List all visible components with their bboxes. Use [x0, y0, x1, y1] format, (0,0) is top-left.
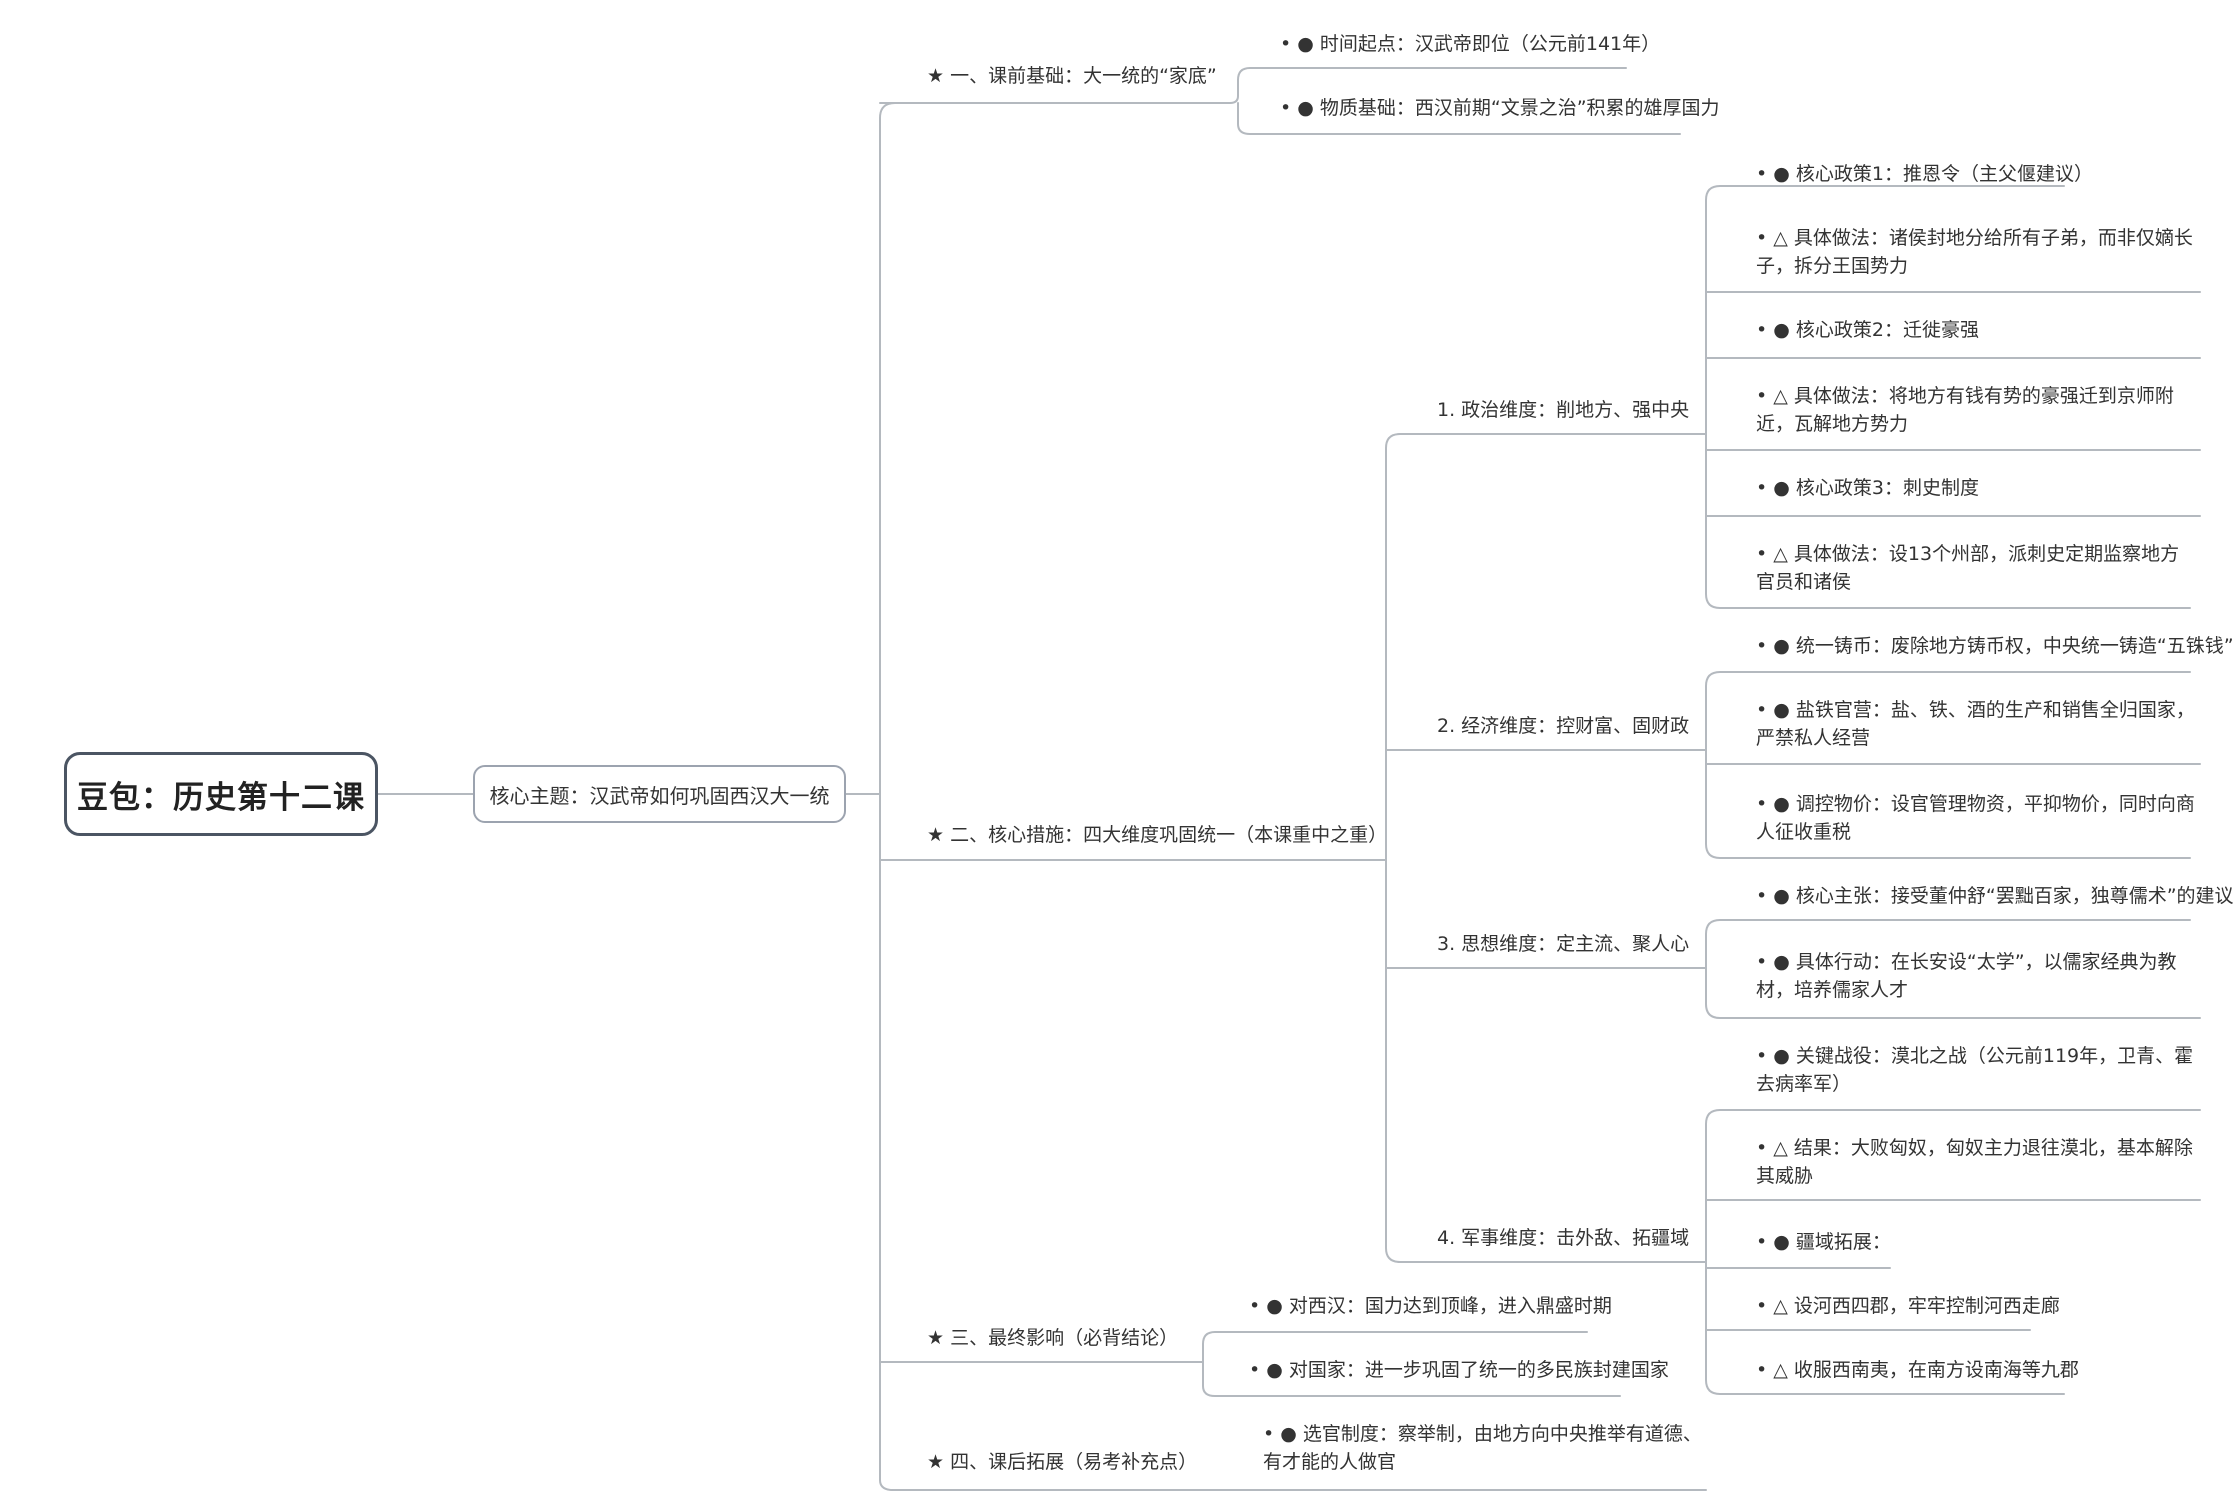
political-item[interactable]: • △ 具体做法：将地方有钱有势的豪强迁到京师附近，瓦解地方势力: [1756, 385, 2174, 435]
military-item[interactable]: • ● 疆域拓展：: [1756, 1231, 1891, 1253]
dimension-economic[interactable]: 2. 经济维度：控财富、固财政: [1437, 715, 1690, 737]
economic-item[interactable]: • ● 统一铸币：废除地方铸币权，中央统一铸造“五铢钱”: [1756, 635, 2234, 657]
thought-item[interactable]: • ● 核心主张：接受董仲舒“罢黜百家，独尊儒术”的建议: [1756, 885, 2234, 907]
military-item[interactable]: • ● 关键战役：漠北之战（公元前119年，卫青、霍去病率军）: [1756, 1045, 2194, 1095]
section-4-node[interactable]: ★ 四、课后拓展（易考补充点）: [927, 1451, 1198, 1473]
section-2-node[interactable]: ★ 二、核心措施：四大维度巩固统一（本课重中之重）: [927, 824, 1388, 846]
political-item[interactable]: • △ 具体做法：设13个州部，派刺史定期监察地方官员和诸侯: [1756, 543, 2180, 593]
political-item[interactable]: • △ 具体做法：诸侯封地分给所有子弟，而非仅嫡长子，拆分王国势力: [1756, 227, 2193, 277]
military-item[interactable]: • △ 结果：大败匈奴，匈奴主力退往漠北，基本解除其威胁: [1756, 1137, 2193, 1187]
military-item[interactable]: • △ 设河西四郡，牢牢控制河西走廊: [1756, 1295, 2060, 1317]
section-3-item[interactable]: • ● 对西汉：国力达到顶峰，进入鼎盛时期: [1249, 1295, 1612, 1317]
economic-item[interactable]: • ● 盐铁官营：盐、铁、酒的生产和销售全归国家，严禁私人经营: [1756, 699, 2195, 749]
section-1-item[interactable]: • ● 时间起点：汉武帝即位（公元前141年）: [1280, 33, 1661, 55]
military-item[interactable]: • △ 收服西南夷，在南方设南海等九郡: [1756, 1359, 2079, 1381]
political-item[interactable]: • ● 核心政策1：推恩令（主父偃建议）: [1756, 163, 2093, 185]
dimension-thought[interactable]: 3. 思想维度：定主流、聚人心: [1437, 933, 1690, 955]
central-topic-label: 核心主题：汉武帝如何巩固西汉大一统: [489, 783, 830, 808]
thought-item[interactable]: • ● 具体行动：在长安设“太学”，以儒家经典为教材，培养儒家人才: [1756, 951, 2177, 1001]
political-item[interactable]: • ● 核心政策3：刺史制度: [1756, 477, 1979, 499]
section-1-node[interactable]: ★ 一、课前基础：大一统的“家底”: [927, 65, 1217, 87]
economic-item[interactable]: • ● 调控物价：设官管理物资，平抑物价，同时向商人征收重税: [1756, 793, 2195, 843]
root-node[interactable]: 豆包：历史第十二课: [64, 752, 378, 836]
section-4-item[interactable]: • ● 选官制度：察举制，由地方向中央推举有道德、有才能的人做官: [1263, 1423, 1702, 1473]
dimension-political[interactable]: 1. 政治维度：削地方、强中央: [1437, 399, 1690, 421]
political-item[interactable]: • ● 核心政策2：迁徙豪强: [1756, 319, 1979, 341]
section-3-node[interactable]: ★ 三、最终影响（必背结论）: [927, 1327, 1179, 1349]
section-3-item[interactable]: • ● 对国家：进一步巩固了统一的多民族封建国家: [1249, 1359, 1669, 1381]
section-1-item[interactable]: • ● 物质基础：西汉前期“文景之治”积累的雄厚国力: [1280, 97, 1720, 119]
root-title: 豆包：历史第十二课: [77, 779, 365, 816]
central-topic[interactable]: 核心主题：汉武帝如何巩固西汉大一统: [473, 765, 846, 823]
trunk-vertical: [879, 102, 896, 1491]
dimension-military[interactable]: 4. 军事维度：击外敌、拓疆域: [1437, 1227, 1690, 1249]
